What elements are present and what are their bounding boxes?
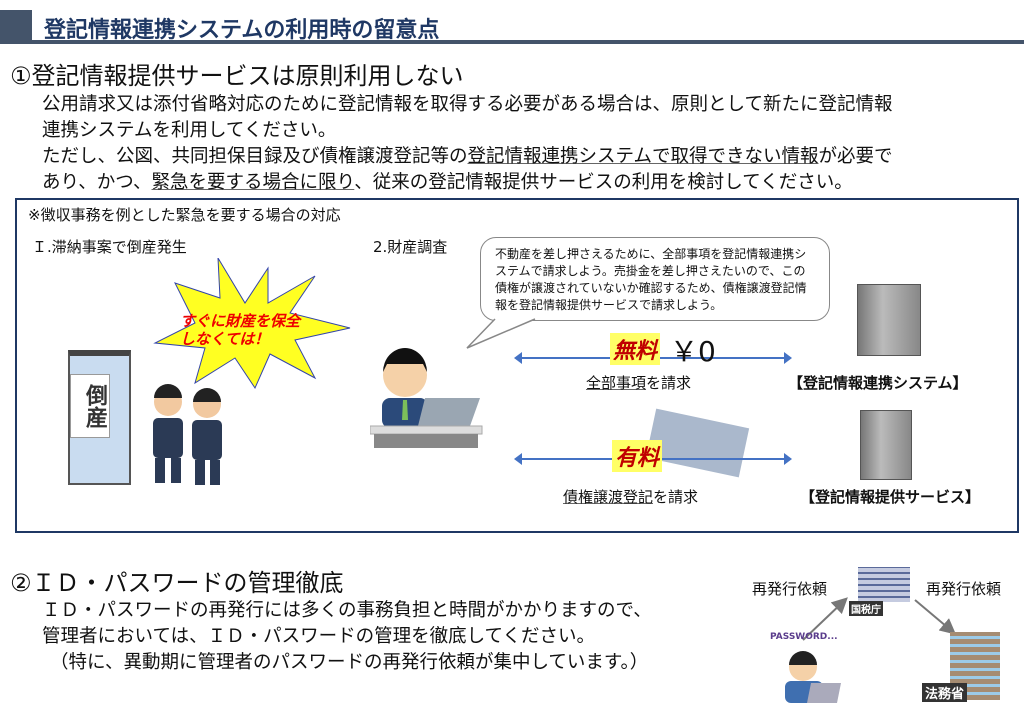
text: 、従来の登記情報提供サービスの利用を検討してください。 <box>354 172 853 193</box>
paid-tag: 有料 <box>612 440 663 472</box>
nta-building-icon <box>858 567 910 602</box>
officer-at-laptop-icon <box>370 348 483 448</box>
header-underline <box>32 40 1024 44</box>
moj-label: 法務省 <box>922 683 968 702</box>
step1-label: Ｉ.滞納事案で倒産発生 <box>32 238 187 256</box>
section2-heading: ②ＩＤ・パスワードの管理徹底 <box>10 569 344 597</box>
flow-arrows <box>802 597 957 641</box>
server-icon <box>857 284 921 356</box>
request-assignment: 債権譲渡登記を請求 <box>563 486 698 507</box>
reissue-label-right: 再発行依頼 <box>926 580 1002 598</box>
text: を請求 <box>646 374 692 392</box>
underlined-text: 債権譲渡登記 <box>563 488 654 506</box>
confused-user-icon <box>785 651 841 703</box>
bankruptcy-sign: 倒産 <box>70 374 110 438</box>
burst-icon <box>153 258 351 390</box>
free-tag: 無料 <box>610 333 661 365</box>
section2-line1: ＩＤ・パスワードの再発行には多くの事務負担と時間がかかりますので、 <box>42 600 652 621</box>
step2-label: 2.財産調査 <box>373 238 448 256</box>
header-accent <box>0 10 32 44</box>
text: が必要で <box>818 146 893 167</box>
system-label-2: 【登記情報提供サービス】 <box>800 488 981 506</box>
section1-line1: 公用請求又は添付省略対応のために登記情報を取得する必要がある場合は、原則として新… <box>42 94 893 115</box>
example-box <box>15 198 1019 533</box>
underlined-text: 登記情報連携システムで取得できない情報 <box>467 146 819 167</box>
section1-line4: あり、かつ、緊急を要する場合に限り、従来の登記情報提供サービスの利用を検討してく… <box>42 170 853 196</box>
bubble-tail <box>466 318 536 349</box>
text: ただし、公図、共同担保目録及び債権譲渡登記等の <box>42 146 468 167</box>
section2-line2: 管理者においては、ＩＤ・パスワードの管理を徹底してください。 <box>42 626 595 647</box>
text: を請求 <box>653 488 699 506</box>
section2-line3: （特に、異動期に管理者のパスワードの再発行依頼が集中しています。） <box>50 652 649 673</box>
section1-line3: ただし、公図、共同担保目録及び債権譲渡登記等の登記情報連携システムで取得できない… <box>42 144 892 170</box>
reissue-label-left: 再発行依頼 <box>752 580 828 598</box>
password-text: PASSWORD... <box>770 632 838 642</box>
section1-line2: 連携システムを利用してください。 <box>42 120 337 141</box>
underlined-text: 緊急を要する場合に限り <box>151 172 355 193</box>
nta-label: 国税庁 <box>849 601 883 616</box>
speech-bubble: 不動産を差し押さえるために、全部事項を登記情報連携システムで請求しよう。売掛金を… <box>480 237 830 321</box>
text: あり、かつ、 <box>42 172 152 193</box>
burst-text: すぐに財産を保全しなくては！ <box>180 312 301 348</box>
free-price: ￥0 <box>670 335 716 368</box>
worried-people-icon <box>153 384 222 485</box>
system-label-1: 【登記情報連携システム】 <box>788 374 968 392</box>
section1-heading: ①登記情報提供サービスは原則利用しない <box>10 62 464 90</box>
server-icon <box>860 410 912 480</box>
underlined-text: 全部事項 <box>586 374 647 392</box>
request-all-items: 全部事項を請求 <box>586 372 691 393</box>
page-title: 登記情報連携システムの利用時の留意点 <box>44 18 440 43</box>
example-note: ※徴収事務を例とした緊急を要する場合の対応 <box>28 206 341 224</box>
